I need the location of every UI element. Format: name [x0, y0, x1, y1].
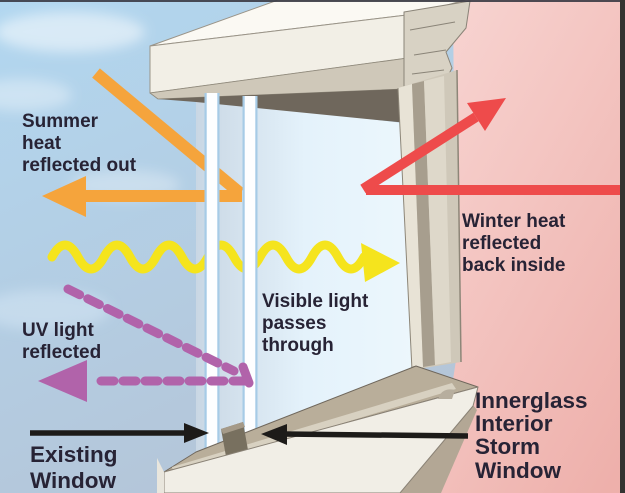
pane-body	[242, 96, 258, 474]
uv-arrowhead	[38, 360, 87, 402]
label-line: reflected out	[22, 155, 137, 176]
label-line: reflected	[462, 233, 541, 254]
label-line: heat	[22, 133, 62, 154]
label-line: reflected	[22, 342, 101, 363]
sill-shadow-band	[400, 405, 477, 493]
label-line: back inside	[462, 255, 566, 276]
window-header-frame	[149, 0, 471, 126]
label-line: Interior	[475, 411, 553, 436]
pane-edge	[242, 96, 245, 474]
visible-light-arrowhead	[361, 243, 400, 282]
label-line: Existing	[30, 442, 118, 467]
top-border	[0, 0, 625, 2]
label-line: Winter heat	[462, 211, 566, 232]
label-line: Storm	[475, 434, 540, 459]
label-line: Innerglass	[475, 388, 588, 413]
jamb-strip-light	[398, 84, 423, 370]
label-line: passes	[262, 313, 326, 334]
pane-edge	[217, 93, 220, 469]
winter-heat-arrowhead	[467, 98, 506, 131]
right-border	[620, 0, 625, 493]
existing-window-pointer-arrow	[30, 423, 209, 443]
glass-pane-storm	[242, 96, 258, 474]
uv-light-arrow	[38, 284, 254, 402]
label-line: Window	[475, 458, 562, 483]
pane-body	[204, 93, 220, 469]
molding-profile-lines	[409, 21, 456, 75]
cloud-shapes	[0, 12, 180, 330]
jamb-inner-edge	[397, 87, 413, 371]
label-line: Visible light	[262, 291, 369, 312]
winter-heat-reflected-ray	[360, 112, 479, 194]
pane-edge	[255, 96, 258, 474]
label-line: Window	[30, 468, 117, 493]
cloud	[0, 12, 145, 52]
winter-heat-arrow	[360, 98, 625, 195]
cloud	[0, 290, 110, 330]
uv-incoming-ray	[63, 284, 239, 376]
jamb-outer-edge	[456, 69, 462, 363]
cloud	[0, 79, 72, 111]
glass-pane-existing	[204, 93, 220, 469]
summer-heat-arrowhead	[42, 176, 86, 217]
innerglass-pointer-arrowhead	[261, 424, 287, 445]
existing-pointer-arrowhead	[184, 423, 209, 443]
sill-apron-notch	[438, 389, 455, 399]
window-sill	[157, 365, 479, 493]
label-line: UV light	[22, 320, 94, 341]
sill-parting-bead-top	[221, 422, 245, 434]
label-line: Summer	[22, 111, 99, 132]
sill-left-end	[157, 458, 164, 493]
innerglass-pointer-line	[282, 431, 469, 439]
header-underside	[158, 88, 438, 126]
label-line: through	[262, 335, 334, 356]
pane-edge	[204, 93, 207, 469]
innerglass-pointer-arrow	[261, 424, 469, 445]
